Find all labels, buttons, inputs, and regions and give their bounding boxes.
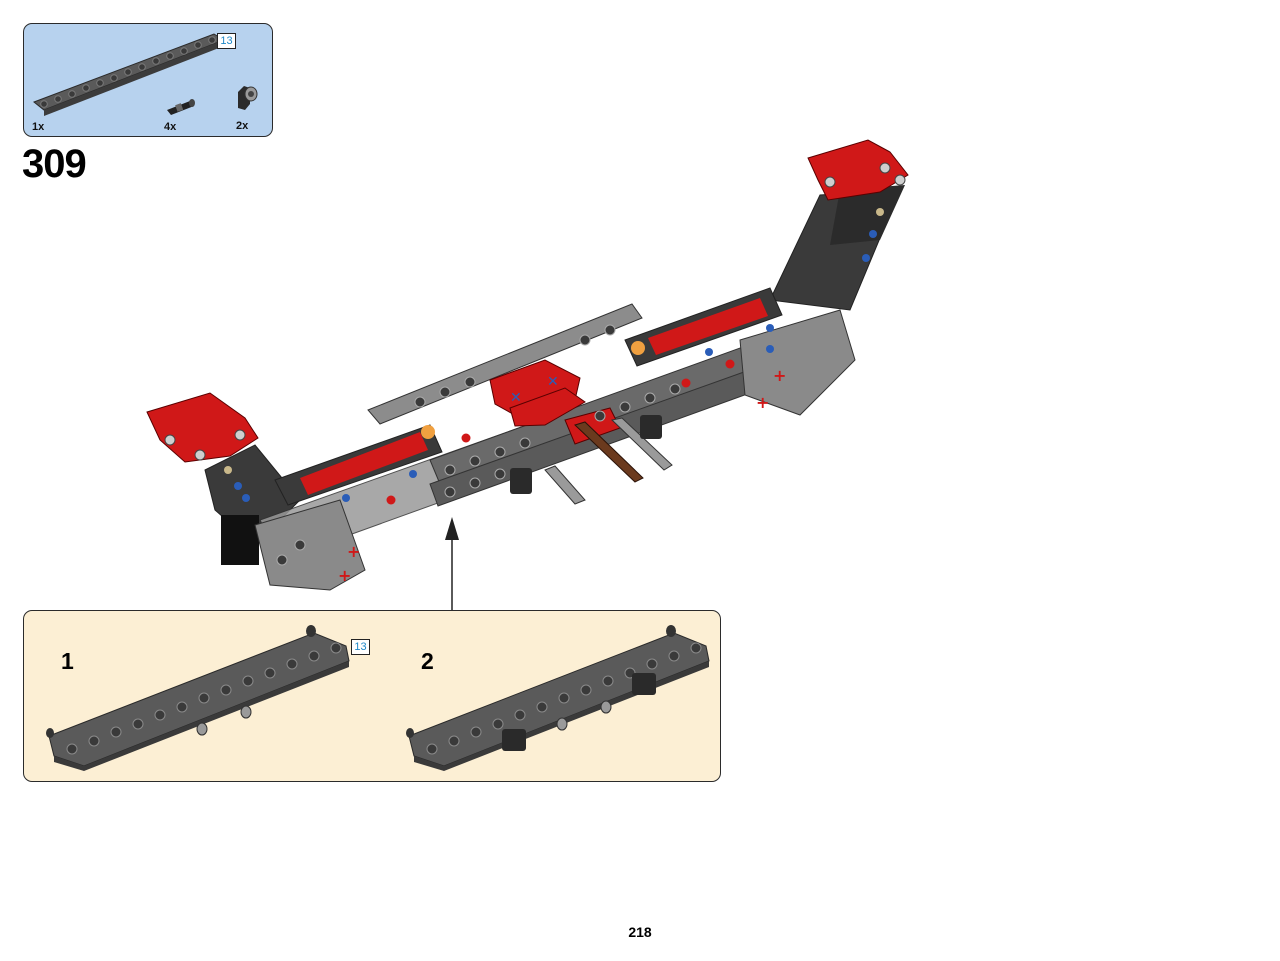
rear-long-beam	[367, 303, 643, 425]
subassembly-illustration	[46, 625, 710, 771]
quantity-label-pin: 4x	[164, 121, 177, 133]
svg-text:+: +	[338, 566, 351, 585]
right-arm	[769, 139, 909, 311]
parts-illustration	[33, 33, 258, 116]
step-number: 309	[22, 142, 87, 186]
assembly-arrow	[445, 517, 459, 610]
beam-13-part	[33, 33, 226, 116]
pin-with-bushing-part	[167, 99, 195, 115]
center-connectors: ✕ ✕	[489, 359, 621, 445]
quantity-label-beam: 1x	[32, 121, 45, 133]
page-number: 218	[628, 924, 652, 940]
right-dark-beam	[624, 287, 783, 367]
svg-text:+: +	[773, 366, 786, 385]
left-dark-beam	[274, 424, 443, 506]
substep-number-1: 1	[61, 648, 74, 674]
svg-text:✕: ✕	[547, 374, 559, 390]
angle-connector-part	[238, 86, 258, 110]
substep-number-2: 2	[421, 648, 434, 674]
substep-1-beam	[46, 625, 350, 771]
frame-pins: + + + +	[338, 324, 786, 585]
subassembly-callout: 1 13 2	[23, 610, 721, 782]
svg-text:+: +	[756, 393, 769, 412]
svg-text:+: +	[347, 542, 360, 561]
center-axles	[510, 415, 673, 505]
length-badge: 13	[217, 33, 236, 49]
svg-text:✕: ✕	[510, 390, 522, 406]
parts-list-callout: 13 1x 4x 2x	[23, 23, 273, 137]
substep-1-length-badge: 13	[351, 639, 370, 655]
quantity-label-connector: 2x	[236, 120, 249, 132]
frame-beam-holes	[276, 324, 681, 566]
substep-2-beam	[406, 625, 710, 771]
